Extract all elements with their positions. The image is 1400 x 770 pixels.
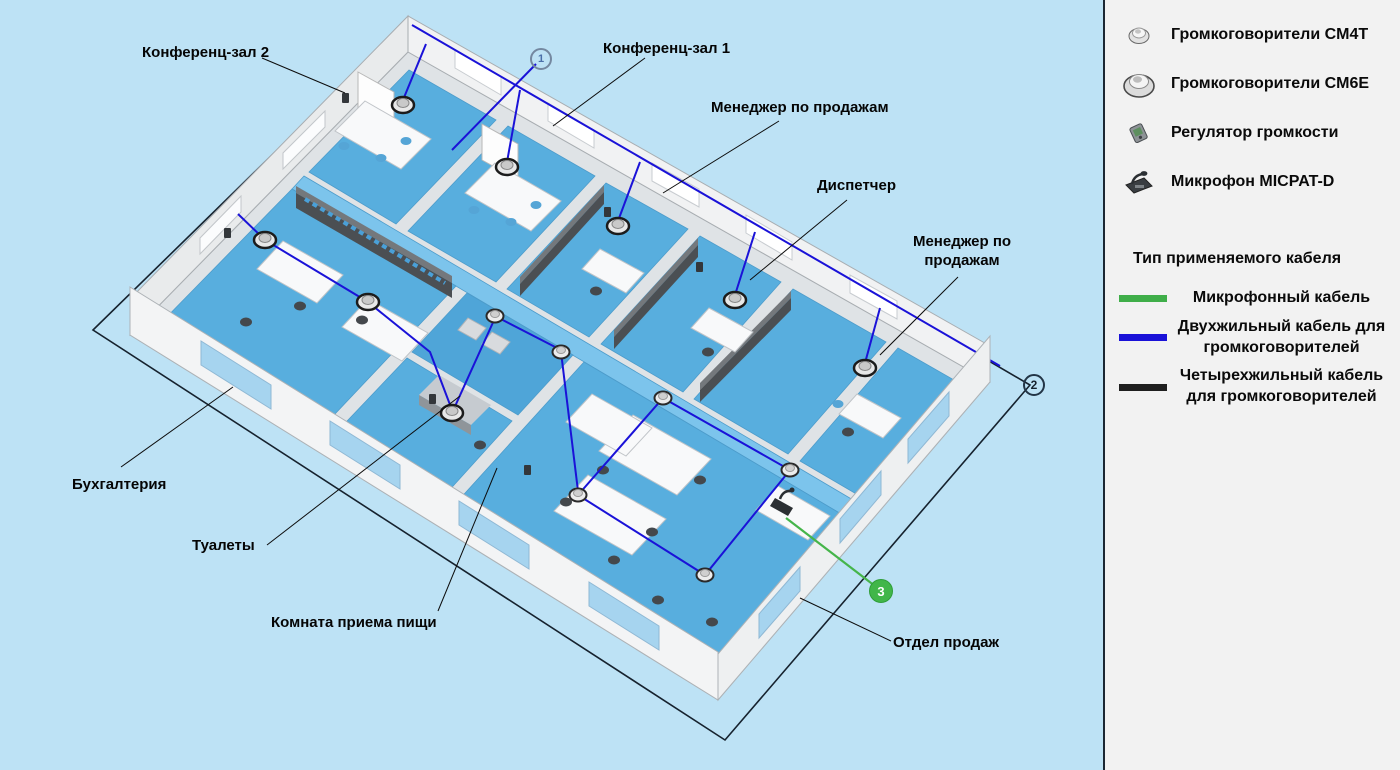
legend-item-cm6e: Громкоговорители CM6E: [1105, 59, 1400, 108]
cable-section-title: Тип применяемого кабеля: [1133, 250, 1342, 267]
room-label-dispatcher: Диспетчер: [817, 177, 897, 194]
speaker-cm6e-icon: [605, 216, 631, 236]
floor-office2: [600, 235, 782, 393]
speaker-cm4t-icon: [695, 567, 715, 583]
microphone-cable-swatch: [1119, 294, 1167, 302]
leader-dispatcher: [749, 199, 848, 281]
leader-conf1: [552, 57, 646, 127]
legend-item-four-wire-cable: Четырехжильный кабель для громкоговорите…: [1105, 366, 1400, 408]
speaker-cm4t-icon: [653, 390, 673, 406]
legend-item-regulator: Регулятор громкости: [1105, 108, 1400, 157]
microphone-icon: [770, 487, 795, 516]
floor-toilets: [411, 292, 574, 416]
legend-item-two-wire-cable: Двухжильный кабель для громкоговорителей: [1105, 317, 1400, 359]
room-label-sales: Отдел продаж: [893, 634, 1000, 651]
four-wire-cable-swatch: [1119, 383, 1167, 391]
speaker-cm6e-icon: [355, 292, 381, 312]
legend-label: Громкоговорители CM6E: [1171, 74, 1370, 92]
connection-marker-2: 2: [1023, 374, 1045, 396]
isometric-building: [91, 14, 1032, 742]
leader-toilets: [266, 395, 461, 546]
speaker-cm6e-icon: [439, 403, 465, 423]
speaker-cm6e-icon: [252, 230, 278, 250]
legend-label: Микрофон MICPAT-D: [1171, 172, 1335, 190]
room-label-accounting: Бухгалтерия: [72, 476, 167, 493]
microphone-icon: [1117, 168, 1161, 196]
speakers-cm6e: [252, 95, 878, 423]
legend-label: Двухжильный кабель для громкоговорителей: [1177, 317, 1386, 356]
room-label-conf2: Конференц-зал 2: [142, 44, 270, 61]
room-label-kitchen: Комната приема пищи: [271, 614, 437, 631]
legend-item-cm4t: Громкоговорители CM4T: [1105, 10, 1400, 59]
speaker-cm6e-icon: [722, 290, 748, 310]
leader-manager-right: [879, 276, 959, 356]
room-label-conf1: Конференц-зал 1: [603, 40, 731, 57]
speaker-cm6e-icon: [1117, 69, 1161, 99]
legend-label: Регулятор громкости: [1171, 123, 1339, 141]
leader-accounting: [120, 386, 234, 468]
leader-conf2: [261, 57, 346, 94]
volume-regulator-icon: [224, 93, 703, 475]
connection-marker-3: 3: [869, 579, 893, 603]
room-label-toilets: Туалеты: [192, 537, 255, 554]
leader-kitchen: [437, 467, 498, 612]
legend-panel: Громкоговорители CM4T Громкоговорители C…: [1103, 0, 1400, 770]
leader-lines: [120, 57, 959, 642]
speaker-cm4t-icon: [1117, 24, 1161, 46]
speaker-cm4t-icon: [551, 344, 571, 360]
legend-item-microphone: Микрофон MICPAT-D: [1105, 157, 1400, 206]
speaker-cm4t-icon: [780, 462, 800, 478]
room-label-manager-top: Менеджер по продажам: [711, 99, 889, 116]
speaker-cm6e-icon: [390, 95, 416, 115]
back-left-windows: [199, 109, 326, 256]
legend-label: Микрофонный кабель: [1192, 289, 1371, 306]
speakers-cm4t: [485, 308, 800, 583]
leader-manager-top: [662, 120, 780, 194]
speaker-cm6e-icon: [494, 157, 520, 177]
leader-sales: [799, 597, 892, 642]
legend-item-microphone-cable: Микрофонный кабель: [1105, 288, 1400, 309]
front-right-windows: [758, 390, 950, 640]
speaker-cm4t-icon: [568, 487, 588, 503]
legend-label: Громкоговорители CM4T: [1171, 25, 1369, 43]
front-walls: [129, 286, 991, 702]
volume-regulator-icon: [1117, 120, 1161, 146]
microphone-cable: [785, 517, 876, 587]
speaker-cm4t-icon: [485, 308, 505, 324]
legend-label: Четырехжильный кабель для громкоговорите…: [1179, 367, 1384, 406]
room-label-manager-right: Менеджер по продажам: [912, 233, 1012, 269]
speaker-cm6e-icon: [852, 358, 878, 378]
connection-marker-1: 1: [530, 48, 552, 70]
two-wire-cable-swatch: [1119, 334, 1167, 342]
